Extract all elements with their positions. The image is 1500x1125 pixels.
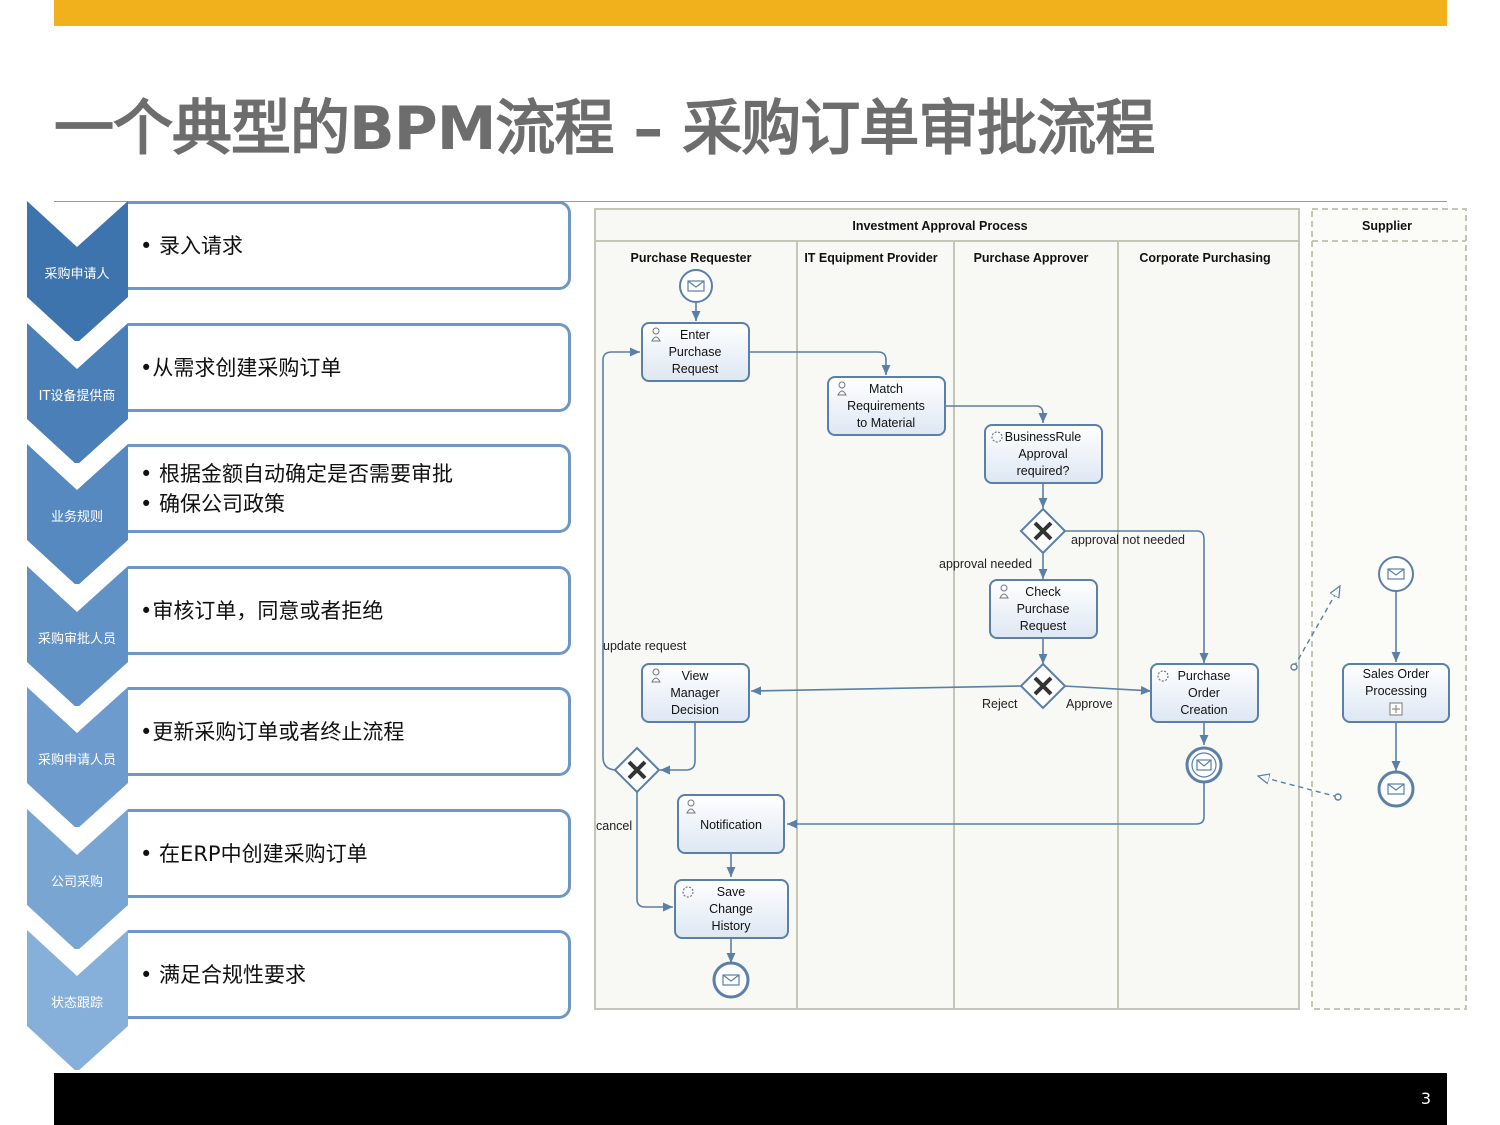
step-chevron — [27, 444, 128, 584]
step-chevron — [27, 930, 128, 1070]
process-step: 采购申请人 • 录入请求 — [27, 201, 575, 341]
step-bullet: •更新采购订单或者终止流程 — [140, 719, 405, 744]
step-bullet: • 满足合规性要求 — [140, 962, 307, 987]
process-end-event — [712, 961, 750, 999]
step-description: • 在ERP中创建采购订单 — [128, 809, 571, 898]
step-role-label: 采购申请人 — [44, 267, 110, 282]
step-role-label: 业务规则 — [50, 510, 103, 525]
process-step: IT设备提供商 •从需求创建采购订单 — [27, 323, 575, 463]
step-bullet: •从需求创建采购订单 — [140, 355, 342, 380]
step-bullet: •审核订单，同意或者拒绝 — [140, 598, 384, 623]
process-step: 采购申请人员 •更新采购订单或者终止流程 — [27, 687, 575, 827]
slide-title: 一个典型的BPM流程 – 采购订单审批流程 — [54, 94, 1155, 164]
step-description: • 根据金额自动确定是否需要审批 • 确保公司政策 — [128, 444, 571, 533]
sequence-flows — [602, 301, 1401, 963]
supplier-start-event — [1378, 556, 1414, 592]
supplier-pool: Supplier — [1311, 208, 1467, 1010]
bpmn-diagram: Investment Approval Process Purchase Req… — [594, 208, 1467, 1010]
lane-corporate-purchasing: Corporate Purchasing — [1139, 251, 1270, 265]
decision-gateway — [1019, 662, 1067, 710]
task-notification: Notification — [677, 794, 785, 854]
label-approve: Approve — [1066, 697, 1113, 711]
step-role-label: 公司采购 — [50, 875, 103, 890]
process-step: 业务规则 • 根据金额自动确定是否需要审批 • 确保公司政策 — [27, 444, 575, 584]
step-role-label: 采购申请人员 — [37, 753, 116, 768]
step-role-label: 状态跟踪 — [50, 996, 103, 1011]
label-approval-needed: approval needed — [939, 557, 1032, 571]
lane-purchase-approver: Purchase Approver — [974, 251, 1089, 265]
step-description: •更新采购订单或者终止流程 — [128, 687, 571, 776]
label-cancel: cancel — [596, 819, 632, 833]
label-reject: Reject — [982, 697, 1018, 711]
step-bullet: • 在ERP中创建采购订单 — [140, 841, 368, 866]
step-description: •从需求创建采购订单 — [128, 323, 571, 412]
step-bullet: • 确保公司政策 — [140, 491, 286, 516]
label-update-request: update request — [603, 639, 687, 653]
label-approval-not-needed: approval not needed — [1071, 533, 1185, 547]
process-step: 公司采购 • 在ERP中创建采购订单 — [27, 809, 575, 949]
approval-gateway — [1019, 507, 1067, 555]
step-chevron — [27, 323, 128, 463]
step-chevron — [27, 687, 128, 827]
step-description: •审核订单，同意或者拒绝 — [128, 566, 571, 655]
footer-bar: 3 — [54, 1073, 1447, 1125]
cancel-gateway — [613, 746, 661, 794]
po-end-event — [1185, 746, 1223, 784]
process-step: 状态跟踪 • 满足合规性要求 — [27, 930, 575, 1070]
step-description: • 录入请求 — [128, 201, 571, 290]
pool-title: Investment Approval Process — [852, 219, 1027, 233]
investment-approval-pool: Investment Approval Process Purchase Req… — [594, 208, 1300, 1010]
process-step: 采购审批人员 •审核订单，同意或者拒绝 — [27, 566, 575, 706]
lane-purchase-requester: Purchase Requester — [631, 251, 752, 265]
step-chevron — [27, 566, 128, 706]
step-bullet: • 根据金额自动确定是否需要审批 — [140, 461, 454, 486]
message-flows — [1258, 586, 1342, 801]
start-event — [679, 269, 713, 303]
step-bullet: • 录入请求 — [140, 233, 244, 258]
step-role-label: IT设备提供商 — [38, 389, 116, 404]
title-divider — [54, 201, 1447, 202]
supplier-title: Supplier — [1362, 219, 1412, 233]
svg-text:Notification: Notification — [700, 818, 762, 832]
step-chevron — [27, 201, 128, 341]
step-role-label: 采购审批人员 — [37, 632, 116, 647]
page-number: 3 — [1420, 1089, 1431, 1108]
top-accent-bar — [54, 0, 1447, 26]
supplier-end-event — [1377, 770, 1415, 808]
step-chevron — [27, 809, 128, 949]
lane-it-equipment-provider: IT Equipment Provider — [804, 251, 937, 265]
step-description: • 满足合规性要求 — [128, 930, 571, 1019]
